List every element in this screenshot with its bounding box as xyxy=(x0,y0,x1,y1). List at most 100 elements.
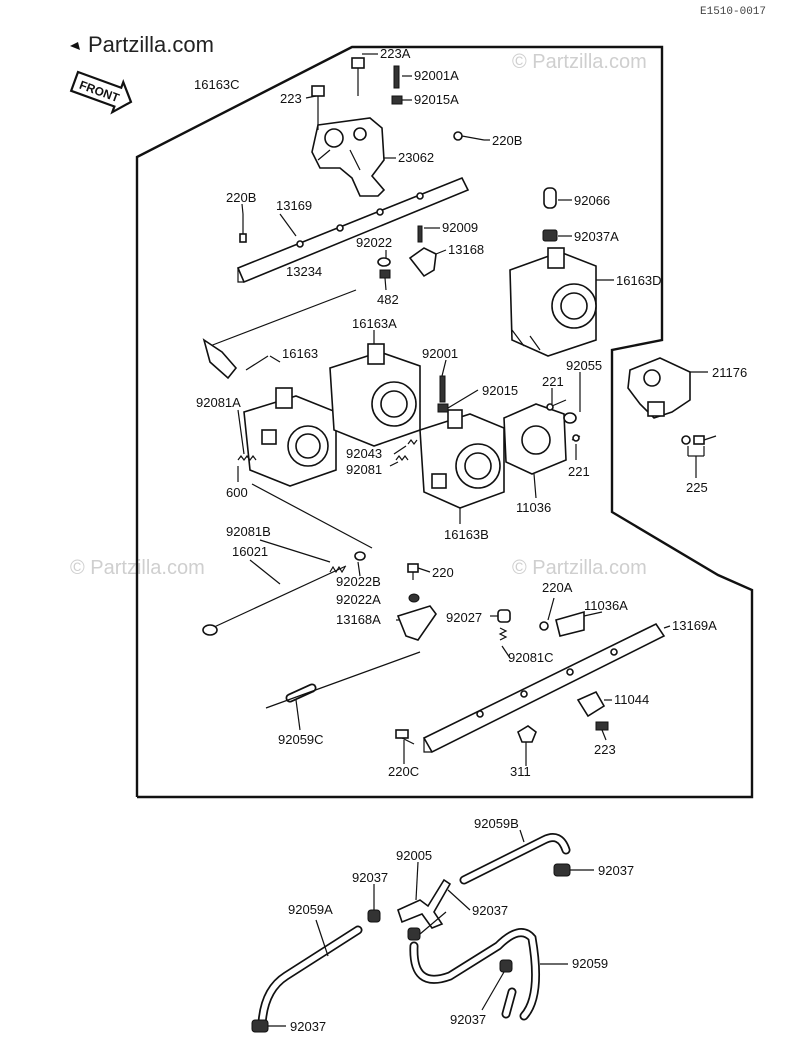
label-223-bottom: 223 xyxy=(594,742,616,757)
label-92022: 92022 xyxy=(356,235,392,250)
label-92081A: 92081A xyxy=(196,395,241,410)
label-92059: 92059 xyxy=(572,956,608,971)
part-92027 xyxy=(497,609,511,623)
bracket-11036A xyxy=(555,610,585,637)
partzilla-logo: Partzilla.com xyxy=(88,32,214,57)
diagram-code: E1510-0017 xyxy=(700,6,766,18)
spring-92081 xyxy=(395,455,409,461)
spring-92081C xyxy=(498,627,508,641)
screw-221-top xyxy=(546,399,567,411)
label-225: 225 xyxy=(686,480,708,495)
label-16163C: 16163C xyxy=(194,77,240,92)
label-92081: 92081 xyxy=(346,462,382,477)
label-92037-right: 92037 xyxy=(598,863,634,878)
label-92022B: 92022B xyxy=(336,574,381,589)
cap-92066 xyxy=(543,187,557,209)
spring-600-leader xyxy=(251,483,373,549)
label-311: 311 xyxy=(510,764,531,779)
spring-92043 xyxy=(407,439,418,445)
label-220: 220 xyxy=(432,565,454,580)
leader-lines xyxy=(237,53,708,1027)
label-220C: 220C xyxy=(388,764,419,779)
carburetor-16163B xyxy=(419,409,505,509)
label-220B-left: 220B xyxy=(226,190,256,205)
throttle-bracket-23062 xyxy=(311,117,386,197)
label-16163: 16163 xyxy=(282,346,318,361)
lever-13168 xyxy=(408,247,437,278)
carburetor-16163D xyxy=(509,247,597,357)
label-92037A: 92037A xyxy=(574,229,619,244)
hose-92059 xyxy=(409,928,541,1021)
screw-220B-top xyxy=(453,131,485,141)
washer-92022B xyxy=(354,551,366,561)
label-92001A: 92001A xyxy=(414,68,459,83)
label-16163B: 16163B xyxy=(444,527,489,542)
label-92059C: 92059C xyxy=(278,732,324,747)
front-arrow-icon: FRONT xyxy=(69,70,133,115)
screw-221-bottom xyxy=(571,434,581,442)
hose-92059B xyxy=(459,833,571,885)
carburetor-16163A xyxy=(329,343,421,447)
watermark-1: © Partzilla.com xyxy=(512,51,647,73)
label-16163A: 16163A xyxy=(352,316,397,331)
spring-92081A xyxy=(237,455,257,461)
screw-223-bottom xyxy=(595,721,609,731)
nut-482 xyxy=(379,269,391,279)
label-92059B: 92059B xyxy=(474,816,519,831)
shaft-13234 xyxy=(202,289,357,380)
sensor-21176 xyxy=(627,357,691,419)
carburetor-16163 xyxy=(243,387,337,487)
watermark-3: © Partzilla.com xyxy=(512,557,647,579)
label-600: 600 xyxy=(226,485,248,500)
washer-92022A xyxy=(408,593,420,603)
label-13168: 13168 xyxy=(448,242,484,257)
label-21176: 21176 xyxy=(712,365,747,380)
screw-223 xyxy=(311,85,325,130)
label-92081C: 92081C xyxy=(508,650,554,665)
label-92015: 92015 xyxy=(482,383,518,398)
label-92055: 92055 xyxy=(566,358,602,373)
label-482: 482 xyxy=(377,292,399,307)
nut-92015A xyxy=(391,95,403,105)
linkage-bar-13169A xyxy=(422,622,666,754)
clamp-92037-bottom-left xyxy=(251,1019,269,1033)
label-92022A: 92022A xyxy=(336,592,381,607)
plate-11036 xyxy=(503,403,567,475)
label-23062: 23062 xyxy=(398,150,434,165)
screws-225 xyxy=(681,435,717,445)
label-92015A: 92015A xyxy=(414,92,459,107)
joint-92005 xyxy=(397,878,452,929)
bracket-13168A xyxy=(396,605,437,641)
clamp-92037-bottom-mid xyxy=(499,959,513,973)
label-16163D: 16163D xyxy=(616,273,662,288)
clamp-92037A xyxy=(542,229,558,242)
label-13169A: 13169A xyxy=(672,618,717,633)
screw-220 xyxy=(407,563,419,580)
screw-92009 xyxy=(417,225,423,243)
screw-220A xyxy=(539,621,549,631)
label-221-bottom: 221 xyxy=(568,464,590,479)
rod-16021 xyxy=(202,565,347,636)
linkage-bar-13169 xyxy=(236,176,470,284)
label-221-top: 221 xyxy=(542,374,564,389)
assembly-outline xyxy=(135,45,754,799)
label-16021: 16021 xyxy=(232,544,268,559)
part-labels: 16163C 223A 92001A 223 92015A 220B 23062… xyxy=(194,46,747,1034)
label-223A: 223A xyxy=(380,46,411,61)
bracket-11044 xyxy=(576,690,606,718)
label-220A: 220A xyxy=(542,580,573,595)
washer-92022 xyxy=(377,257,391,267)
screw-220B-left xyxy=(239,214,247,243)
label-13234: 13234 xyxy=(286,264,322,279)
label-13169: 13169 xyxy=(276,198,312,213)
label-13168A: 13168A xyxy=(336,612,381,627)
stud-92001 xyxy=(439,375,446,403)
nut-311 xyxy=(517,725,537,743)
label-220B-top: 220B xyxy=(492,133,522,148)
label-11044: 11044 xyxy=(614,692,649,707)
label-92005: 92005 xyxy=(396,848,432,863)
label-92037-bottom-mid: 92037 xyxy=(450,1012,486,1027)
label-92059A: 92059A xyxy=(288,902,333,917)
label-11036A: 11036A xyxy=(584,598,628,613)
